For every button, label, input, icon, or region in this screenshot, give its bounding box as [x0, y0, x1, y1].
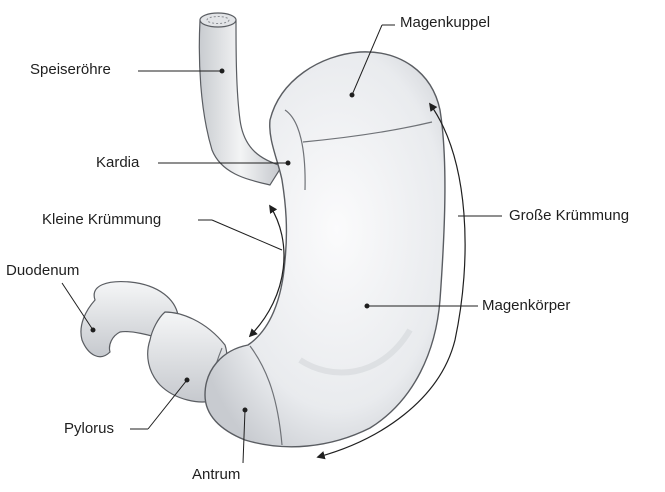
- label-magenkoerper: Magenkörper: [482, 297, 570, 315]
- label-duodenum: Duodenum: [6, 262, 79, 280]
- label-magenkuppel: Magenkuppel: [400, 14, 490, 32]
- label-grosse-kruemmung: Große Krümmung: [509, 207, 629, 225]
- esophagus-opening: [200, 13, 236, 27]
- label-antrum: Antrum: [192, 466, 240, 484]
- label-speiseroehre: Speiseröhre: [30, 61, 111, 79]
- label-pylorus: Pylorus: [64, 420, 114, 438]
- label-kleine-kruemmung: Kleine Krümmung: [42, 211, 161, 229]
- esophagus-shape: [199, 20, 282, 185]
- stomach-body-shape: [205, 52, 445, 447]
- label-kardia: Kardia: [96, 154, 139, 172]
